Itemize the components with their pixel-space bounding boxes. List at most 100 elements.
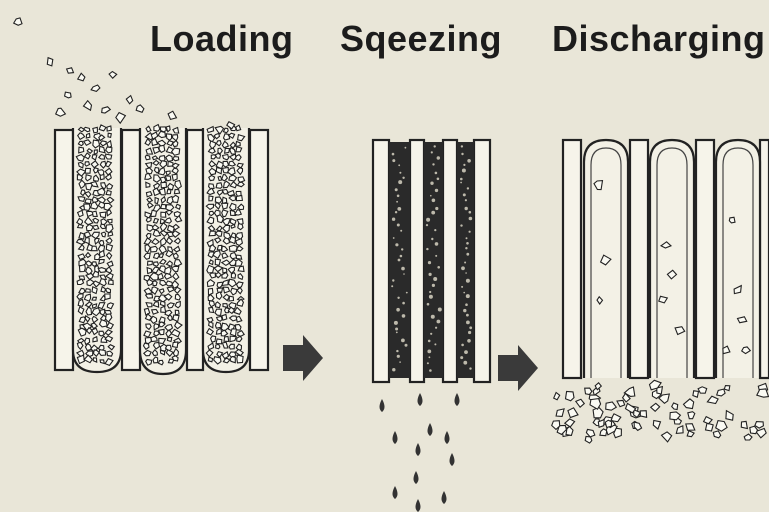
juice-drop bbox=[393, 431, 398, 444]
cake-speckle bbox=[428, 340, 431, 343]
cake-speckle bbox=[434, 229, 436, 231]
material-chip bbox=[626, 403, 636, 413]
material-chip bbox=[209, 196, 213, 201]
compressed-cake bbox=[424, 142, 443, 378]
cake-speckle bbox=[392, 159, 395, 162]
plate bbox=[373, 140, 389, 382]
material-chip bbox=[590, 399, 601, 410]
material-chip bbox=[151, 210, 157, 216]
material-chip bbox=[216, 339, 222, 344]
material-chip bbox=[222, 203, 228, 209]
material-chip bbox=[79, 265, 85, 272]
material-chip bbox=[738, 317, 747, 323]
cake-speckle bbox=[461, 153, 463, 155]
material-chip bbox=[684, 399, 694, 409]
material-chip bbox=[224, 337, 229, 342]
cake-speckle bbox=[465, 272, 467, 274]
material-chip bbox=[161, 212, 166, 217]
material-chip bbox=[707, 396, 718, 403]
material-chip bbox=[47, 58, 53, 66]
cake-speckle bbox=[463, 193, 466, 196]
material-chip bbox=[744, 434, 752, 440]
material-chip bbox=[236, 147, 242, 152]
material-chip bbox=[85, 162, 90, 166]
material-chip bbox=[565, 419, 575, 427]
cake-speckle bbox=[465, 247, 467, 249]
material-chip bbox=[672, 403, 678, 410]
cake-speckle bbox=[466, 279, 470, 283]
discharging-press bbox=[552, 140, 769, 443]
material-chip bbox=[106, 190, 111, 195]
cake-speckle bbox=[429, 291, 431, 293]
cake-speckle bbox=[466, 321, 470, 325]
material-chip bbox=[237, 355, 243, 363]
material-chip bbox=[92, 211, 97, 216]
material-chip bbox=[729, 217, 735, 223]
plate bbox=[630, 140, 648, 378]
cake-speckle bbox=[397, 195, 400, 198]
cake-speckle bbox=[395, 188, 398, 191]
cake-speckle bbox=[463, 164, 465, 166]
material-chip bbox=[79, 147, 84, 153]
material-chip bbox=[100, 360, 104, 364]
falling-material bbox=[14, 18, 235, 129]
juice-drop bbox=[455, 393, 460, 406]
material-chip bbox=[84, 204, 90, 211]
material-chip bbox=[585, 437, 592, 444]
material-chip bbox=[14, 18, 22, 25]
cake-speckle bbox=[430, 333, 432, 335]
cake-speckle bbox=[468, 331, 471, 334]
plate bbox=[474, 140, 490, 382]
material-chip bbox=[100, 175, 104, 180]
material-chip bbox=[554, 393, 560, 400]
material-chip bbox=[208, 357, 212, 362]
juice-drop bbox=[445, 431, 450, 444]
cake-speckle bbox=[465, 199, 467, 201]
plate bbox=[55, 130, 73, 370]
cake-speckle bbox=[433, 277, 437, 281]
material-chip bbox=[223, 197, 227, 203]
cake-speckle bbox=[467, 159, 471, 163]
cake-speckle bbox=[405, 147, 407, 149]
material-chip bbox=[168, 111, 176, 119]
material-chip bbox=[91, 85, 100, 91]
material-chip bbox=[100, 212, 106, 218]
material-chip bbox=[102, 107, 111, 113]
material-chip bbox=[222, 315, 227, 321]
cake-speckle bbox=[391, 285, 393, 287]
material-chip bbox=[154, 262, 159, 266]
material-chip bbox=[662, 432, 672, 442]
material-chip bbox=[223, 304, 228, 308]
cake-speckle bbox=[395, 328, 398, 331]
cake-speckle bbox=[397, 224, 400, 227]
juice-drop bbox=[442, 491, 447, 504]
cake-speckle bbox=[437, 320, 441, 324]
cake-speckle bbox=[396, 350, 398, 352]
juice-drop bbox=[428, 423, 433, 436]
material-chip bbox=[78, 225, 84, 229]
material-chip bbox=[85, 168, 90, 173]
material-chip bbox=[161, 306, 166, 312]
juice-drops bbox=[380, 393, 460, 512]
cake-speckle bbox=[398, 180, 402, 184]
cake-speckle bbox=[393, 237, 395, 239]
cake-speckle bbox=[435, 207, 438, 210]
cake-speckle bbox=[431, 238, 433, 240]
material-chip bbox=[606, 402, 617, 410]
cake-speckle bbox=[401, 339, 405, 343]
material-chip bbox=[231, 273, 235, 279]
cake-speckle bbox=[402, 314, 406, 318]
cake-speckle bbox=[432, 199, 436, 203]
material-chip bbox=[146, 303, 152, 307]
cake-speckle bbox=[429, 369, 432, 372]
cake-speckle bbox=[430, 182, 433, 185]
material-chip bbox=[209, 301, 214, 307]
material-chip bbox=[586, 429, 594, 437]
cake-speckle bbox=[466, 314, 469, 317]
cake-speckle bbox=[460, 224, 462, 226]
material-chip bbox=[93, 127, 98, 133]
cake-speckle bbox=[461, 344, 464, 347]
cake-speckle bbox=[429, 295, 433, 299]
material-chip bbox=[585, 388, 592, 394]
